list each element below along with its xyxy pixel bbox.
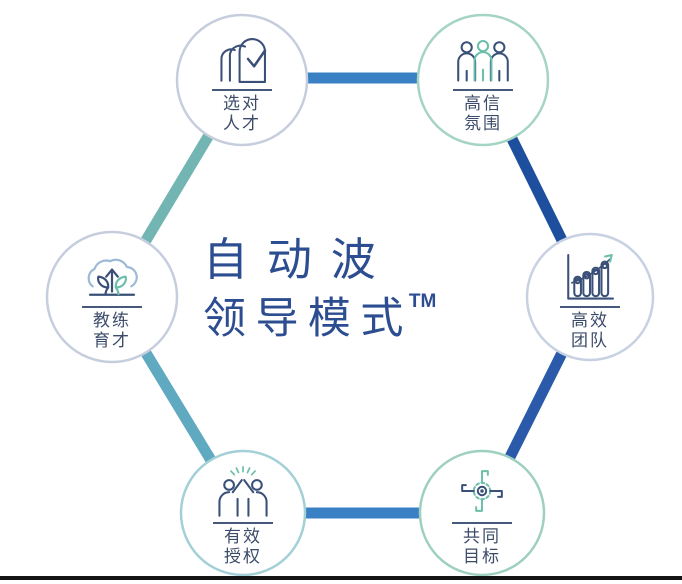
sprout-tree-icon bbox=[46, 231, 178, 303]
node-label-line1: 共同 bbox=[463, 527, 501, 546]
node-divider bbox=[212, 89, 272, 91]
node-circle-common-goal bbox=[418, 449, 546, 577]
node-trust-climate: 高信 氛围 bbox=[417, 14, 549, 146]
node-divider bbox=[560, 306, 620, 308]
node-label-line1: 高信 bbox=[464, 94, 502, 113]
node-circle-coach-talent bbox=[45, 230, 179, 364]
node-coach-talent: 教练 育才 bbox=[46, 231, 178, 363]
heads-check-icon bbox=[176, 14, 308, 86]
node-label-line1: 教练 bbox=[93, 311, 131, 330]
shared-target-icon bbox=[416, 447, 548, 519]
title-line1: 自动波 bbox=[203, 234, 395, 285]
node-label-line1: 高效 bbox=[571, 311, 609, 330]
high-five-icon bbox=[177, 447, 309, 519]
node-divider bbox=[213, 522, 273, 524]
diagram-title: 自动波 领导模式TM bbox=[203, 237, 513, 341]
node-circle-effective-team bbox=[525, 232, 655, 362]
three-people-icon bbox=[417, 14, 549, 86]
node-common-goal: 共同 目标 bbox=[416, 447, 548, 579]
node-effective-delegation: 有效 授权 bbox=[177, 447, 309, 579]
node-label-line2: 团队 bbox=[571, 331, 609, 351]
trademark-superscript: TM bbox=[408, 291, 437, 312]
title-line2: 领导模式TM bbox=[203, 291, 437, 343]
node-divider bbox=[82, 306, 142, 308]
node-label-line1: 选对 bbox=[223, 94, 261, 113]
node-effective-team: 高效 团队 bbox=[524, 231, 656, 363]
growth-chart-icon bbox=[524, 231, 656, 303]
node-divider bbox=[453, 89, 513, 91]
node-label-line1: 有效 bbox=[224, 527, 262, 546]
node-circle-select-talent bbox=[175, 13, 309, 147]
node-circle-effective-delegation bbox=[179, 449, 307, 577]
node-label-line2: 授权 bbox=[224, 547, 262, 567]
node-label-line2: 目标 bbox=[463, 547, 501, 567]
node-label-line2: 氛围 bbox=[464, 114, 502, 134]
node-label-line2: 育才 bbox=[93, 331, 131, 351]
node-label-line2: 人才 bbox=[223, 114, 261, 134]
bottom-rule bbox=[0, 576, 682, 580]
node-divider bbox=[452, 522, 512, 524]
node-select-talent: 选对 人才 bbox=[176, 14, 308, 146]
